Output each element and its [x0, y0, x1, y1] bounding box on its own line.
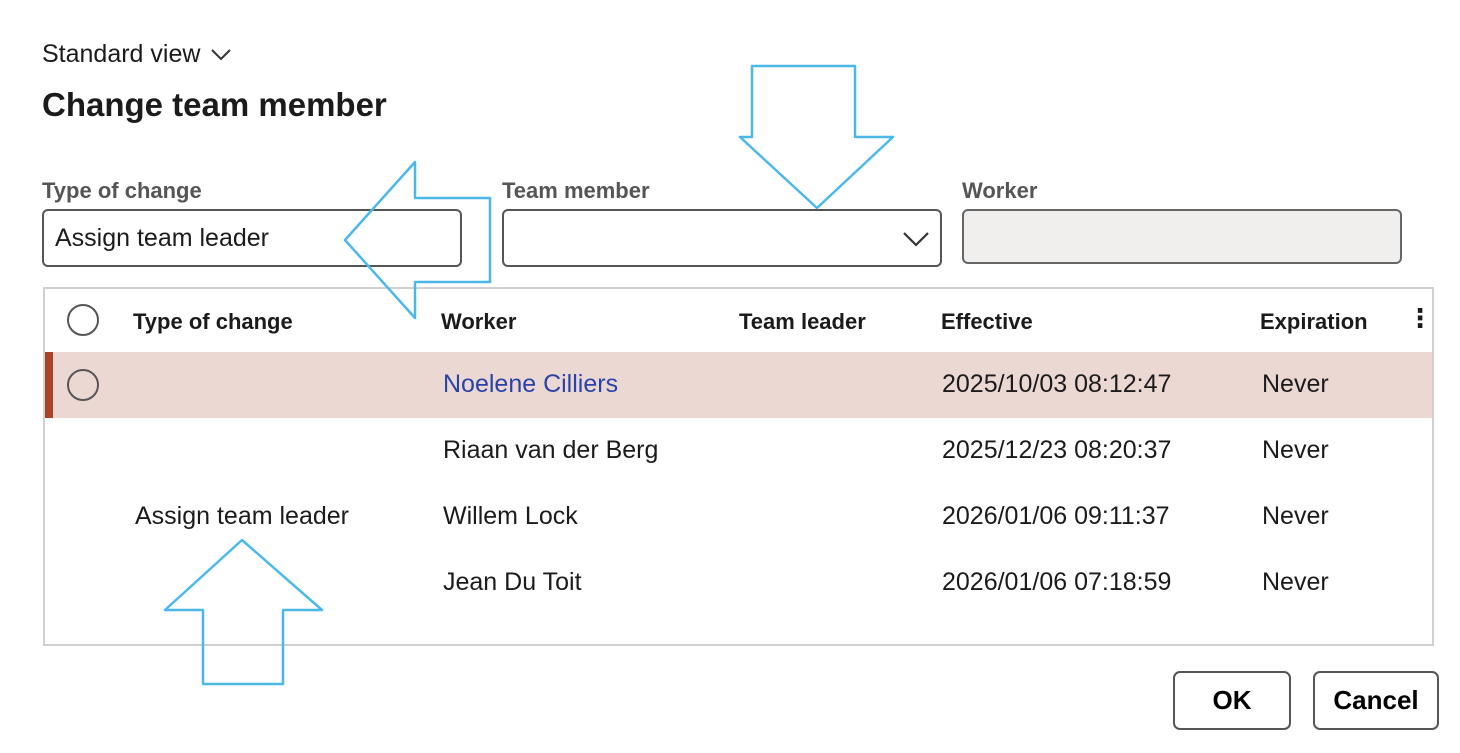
grid-header: Type of change Worker Team leader Effect…: [45, 289, 1433, 354]
cancel-button[interactable]: Cancel: [1313, 671, 1439, 730]
ok-button[interactable]: OK: [1173, 671, 1291, 730]
column-header-type[interactable]: Type of change: [133, 309, 293, 334]
cell-effective: 2025/12/23 08:20:37: [942, 436, 1172, 464]
select-all-radio[interactable]: [67, 304, 99, 336]
column-header-team-leader[interactable]: Team leader: [739, 309, 866, 334]
more-options-icon[interactable]: ⋮: [1407, 303, 1433, 333]
down-arrow-icon: [738, 64, 895, 210]
type-of-change-value: Assign team leader: [55, 223, 270, 252]
cell-worker-link[interactable]: Noelene Cilliers: [443, 370, 619, 398]
team-members-grid: Type of change Worker Team leader Effect…: [43, 287, 1434, 646]
cell-expiration: Never: [1262, 370, 1329, 398]
page-title: Change team member: [42, 86, 387, 123]
cell-worker: Jean Du Toit: [443, 568, 582, 596]
column-header-worker[interactable]: Worker: [441, 309, 517, 334]
cell-worker: Willem Lock: [443, 502, 578, 530]
view-selector[interactable]: Standard view: [42, 40, 232, 69]
cell-expiration: Never: [1262, 502, 1329, 530]
team-member-label: Team member: [502, 178, 650, 203]
view-label: Standard view: [42, 40, 201, 68]
team-member-dropdown[interactable]: [502, 209, 942, 267]
type-of-change-field[interactable]: Assign team leader: [42, 209, 462, 267]
row-select-radio[interactable]: [67, 369, 99, 401]
table-row[interactable]: Assign team leader Willem Lock 2026/01/0…: [45, 484, 1432, 550]
worker-field: [962, 209, 1402, 264]
type-of-change-label: Type of change: [42, 178, 202, 203]
cell-expiration: Never: [1262, 436, 1329, 464]
table-row[interactable]: Noelene Cilliers 2025/10/03 08:12:47 Nev…: [45, 352, 1432, 418]
chevron-down-icon: [903, 232, 929, 247]
table-row[interactable]: Riaan van der Berg 2025/12/23 08:20:37 N…: [45, 418, 1432, 484]
worker-label: Worker: [962, 178, 1038, 203]
column-header-expiration[interactable]: Expiration: [1260, 309, 1368, 334]
cell-type: Assign team leader: [135, 502, 350, 530]
cell-effective: 2026/01/06 07:18:59: [942, 568, 1172, 596]
cell-expiration: Never: [1262, 568, 1329, 596]
chevron-down-icon: [211, 48, 232, 60]
cell-effective: 2026/01/06 09:11:37: [942, 502, 1170, 530]
cell-worker: Riaan van der Berg: [443, 436, 659, 464]
table-row[interactable]: Jean Du Toit 2026/01/06 07:18:59 Never: [45, 550, 1432, 616]
column-header-effective[interactable]: Effective: [941, 309, 1033, 334]
cell-effective: 2025/10/03 08:12:47: [942, 370, 1172, 398]
